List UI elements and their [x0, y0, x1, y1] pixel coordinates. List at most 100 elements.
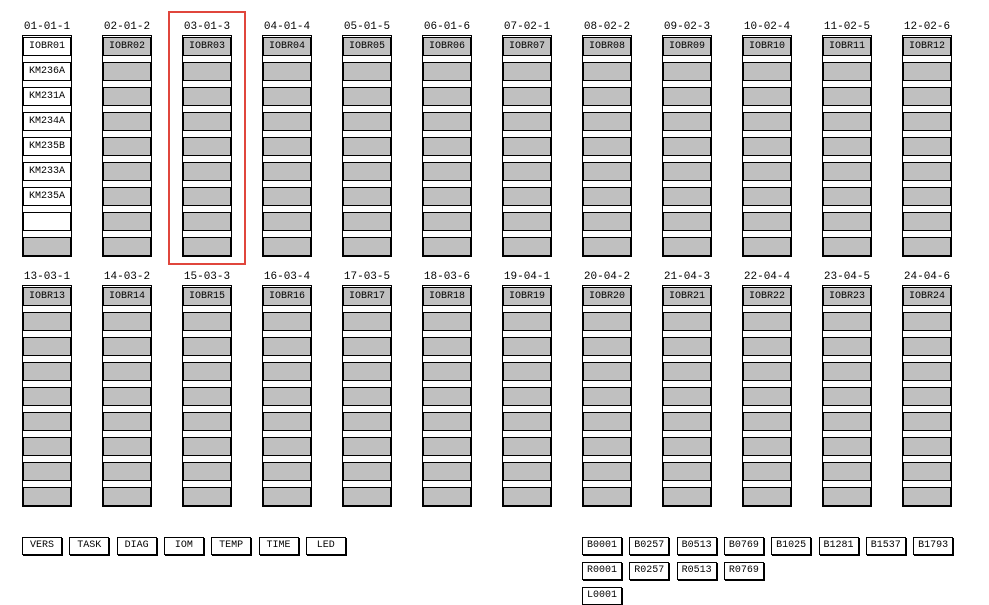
module-slot[interactable]: [583, 462, 631, 481]
module-slot[interactable]: [103, 87, 151, 106]
module-slot[interactable]: [343, 337, 391, 356]
module-slot[interactable]: [183, 112, 231, 131]
module-slot[interactable]: [663, 362, 711, 381]
module-slot[interactable]: [903, 312, 951, 331]
module-slot[interactable]: [343, 62, 391, 81]
module-slot[interactable]: [743, 112, 791, 131]
module-slot[interactable]: [743, 62, 791, 81]
rack-23-04-5[interactable]: IOBR23: [822, 285, 872, 507]
b1281-button[interactable]: B1281: [818, 537, 859, 555]
module-slot[interactable]: [663, 337, 711, 356]
module-slot[interactable]: [423, 487, 471, 506]
module-slot[interactable]: [183, 237, 231, 256]
module-slot[interactable]: [343, 112, 391, 131]
module-slot[interactable]: [183, 312, 231, 331]
rack-head-slot[interactable]: IOBR13: [23, 287, 71, 306]
module-slot[interactable]: [263, 337, 311, 356]
module-slot[interactable]: [423, 337, 471, 356]
module-slot[interactable]: [423, 237, 471, 256]
module-slot[interactable]: [503, 212, 551, 231]
module-slot[interactable]: [343, 362, 391, 381]
module-slot[interactable]: [343, 437, 391, 456]
rack-head-slot[interactable]: IOBR07: [503, 37, 551, 56]
rack-head-slot[interactable]: IOBR01: [23, 37, 71, 56]
module-slot[interactable]: [663, 87, 711, 106]
module-slot[interactable]: [663, 187, 711, 206]
module-slot[interactable]: [583, 62, 631, 81]
module-slot[interactable]: [423, 437, 471, 456]
module-slot[interactable]: [583, 362, 631, 381]
r0513-button[interactable]: R0513: [676, 562, 717, 580]
module-slot[interactable]: [183, 412, 231, 431]
rack-head-slot[interactable]: IOBR17: [343, 287, 391, 306]
module-slot[interactable]: [263, 112, 311, 131]
module-slot[interactable]: [23, 337, 71, 356]
b0769-button[interactable]: B0769: [723, 537, 764, 555]
rack-head-slot[interactable]: IOBR16: [263, 287, 311, 306]
rack-05-01-5[interactable]: IOBR05: [342, 35, 392, 257]
rack-11-02-5[interactable]: IOBR11: [822, 35, 872, 257]
module-slot[interactable]: [263, 212, 311, 231]
module-slot[interactable]: [663, 437, 711, 456]
module-slot[interactable]: [743, 412, 791, 431]
task-button[interactable]: TASK: [69, 537, 110, 555]
module-slot[interactable]: [103, 212, 151, 231]
module-slot[interactable]: KM235A: [23, 187, 71, 206]
module-slot[interactable]: [903, 437, 951, 456]
module-slot[interactable]: [823, 412, 871, 431]
b1025-button[interactable]: B1025: [771, 537, 812, 555]
rack-20-04-2[interactable]: IOBR20: [582, 285, 632, 507]
rack-09-02-3[interactable]: IOBR09: [662, 35, 712, 257]
module-slot[interactable]: [343, 212, 391, 231]
module-slot[interactable]: [583, 387, 631, 406]
rack-head-slot[interactable]: IOBR03: [183, 37, 231, 56]
module-slot[interactable]: [343, 187, 391, 206]
module-slot[interactable]: [823, 212, 871, 231]
module-slot[interactable]: [823, 362, 871, 381]
module-slot[interactable]: KM234A: [23, 112, 71, 131]
module-slot[interactable]: [263, 387, 311, 406]
module-slot[interactable]: [903, 237, 951, 256]
module-slot[interactable]: [503, 412, 551, 431]
module-slot[interactable]: [423, 187, 471, 206]
rack-17-03-5[interactable]: IOBR17: [342, 285, 392, 507]
rack-head-slot[interactable]: IOBR02: [103, 37, 151, 56]
module-slot[interactable]: [903, 87, 951, 106]
module-slot[interactable]: [103, 237, 151, 256]
module-slot[interactable]: [503, 62, 551, 81]
module-slot[interactable]: [343, 312, 391, 331]
module-slot[interactable]: [103, 62, 151, 81]
module-slot[interactable]: [103, 437, 151, 456]
rack-06-01-6[interactable]: IOBR06: [422, 35, 472, 257]
module-slot[interactable]: [23, 362, 71, 381]
module-slot[interactable]: [903, 387, 951, 406]
module-slot[interactable]: [823, 237, 871, 256]
module-slot[interactable]: [663, 387, 711, 406]
module-slot[interactable]: [743, 337, 791, 356]
module-slot[interactable]: [743, 162, 791, 181]
rack-head-slot[interactable]: IOBR15: [183, 287, 231, 306]
module-slot[interactable]: [583, 437, 631, 456]
module-slot[interactable]: [823, 187, 871, 206]
rack-head-slot[interactable]: IOBR24: [903, 287, 951, 306]
module-slot[interactable]: [503, 162, 551, 181]
module-slot[interactable]: [743, 87, 791, 106]
module-slot[interactable]: [263, 87, 311, 106]
b0257-button[interactable]: B0257: [629, 537, 670, 555]
module-slot[interactable]: [263, 412, 311, 431]
module-slot[interactable]: [503, 112, 551, 131]
module-slot[interactable]: [423, 112, 471, 131]
module-slot[interactable]: [103, 162, 151, 181]
module-slot[interactable]: [823, 312, 871, 331]
r0001-button[interactable]: R0001: [582, 562, 622, 580]
module-slot[interactable]: [503, 462, 551, 481]
rack-head-slot[interactable]: IOBR05: [343, 37, 391, 56]
l0001-button[interactable]: L0001: [582, 587, 622, 605]
module-slot[interactable]: [23, 437, 71, 456]
module-slot[interactable]: [263, 487, 311, 506]
module-slot[interactable]: [663, 137, 711, 156]
module-slot[interactable]: [103, 337, 151, 356]
module-slot[interactable]: [103, 387, 151, 406]
module-slot[interactable]: [743, 462, 791, 481]
